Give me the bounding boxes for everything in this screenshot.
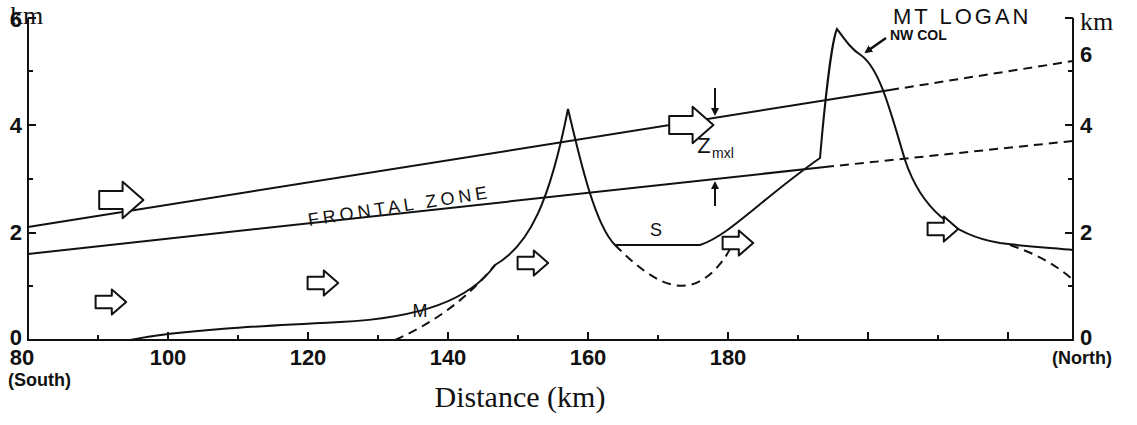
flow-arrow <box>99 182 143 218</box>
col-label: NW COL <box>890 28 947 42</box>
flow-arrow <box>518 250 549 275</box>
x-tick-label: 140 <box>430 347 467 369</box>
flow-arrow <box>723 230 754 255</box>
x-tick-label: 180 <box>710 347 747 369</box>
y-tick-label: 0 <box>10 327 22 349</box>
nw-col-pointer <box>866 38 886 52</box>
y-tick-label: 0 <box>1080 327 1092 349</box>
frontal-zone-upper-dashed <box>890 61 1073 90</box>
y-ticks-right <box>1065 18 1073 286</box>
y-ticks-left <box>28 18 36 286</box>
x-tick-label: 80 <box>10 347 34 369</box>
x-tick-label: 120 <box>290 347 327 369</box>
y-tick-label: 4 <box>10 115 22 137</box>
zmxl-symbol: Z <box>697 135 710 157</box>
flow-arrow <box>928 216 959 241</box>
mountain-name: MT LOGAN <box>893 6 1032 28</box>
direction-label: (North) <box>1052 349 1112 367</box>
layer-label: S <box>650 221 662 239</box>
zone-label: FRONTAL ZONE <box>307 183 493 229</box>
axis-title: Distance (km) <box>435 382 606 412</box>
zmxl-arrow-up <box>714 183 716 206</box>
zmxl-subscript: mxl <box>712 146 734 160</box>
x-ticks <box>98 332 1008 340</box>
axis-frame <box>28 18 1073 340</box>
y-tick-label: 4 <box>1080 115 1092 137</box>
flow-arrow <box>308 270 339 295</box>
x-tick-label: 100 <box>150 347 187 369</box>
terrain-dashed-right <box>1010 245 1073 280</box>
flow-arrow <box>96 289 127 314</box>
frontal-zone-lower <box>28 167 825 254</box>
y-tick-label: 2 <box>1080 222 1092 244</box>
terrain-profile <box>130 29 1073 340</box>
zmxl-arrow-down <box>714 88 716 114</box>
y-tick-label: 2 <box>10 222 22 244</box>
terrain-dashed-valley <box>615 245 732 286</box>
y-tick-label: 6 <box>1080 44 1092 66</box>
y-tick-label: 6 <box>10 9 22 31</box>
terrain-dashed-left <box>395 265 495 340</box>
direction-label: (South) <box>8 371 71 389</box>
axis-unit: km <box>1080 9 1113 35</box>
layer-label: M <box>413 302 428 320</box>
x-tick-label: 160 <box>570 347 607 369</box>
frontal-zone-lower-dashed <box>825 141 1073 167</box>
